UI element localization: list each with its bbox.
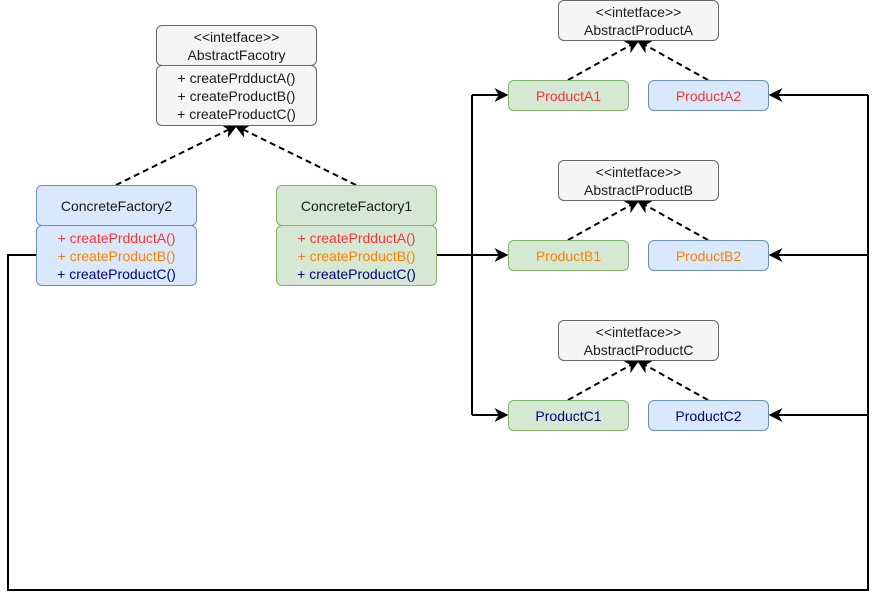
concrete-factory-1-method-b: + createProductB() [297, 247, 416, 264]
concrete-factory-1-header: ConcreteFactory1 [276, 185, 437, 226]
abstract-product-a-stereotype: <<intetface>> [595, 3, 682, 20]
realize-c1-to-abstract-c [567, 360, 640, 401]
abstract-factory-stereotype: <<intetface>> [193, 28, 280, 45]
concrete-factory-2-name: ConcreteFactory2 [60, 197, 173, 214]
abstract-factory-method-a: + createPrdductA() [177, 69, 296, 86]
product-a2-label: ProductA2 [675, 87, 742, 104]
abstract-product-a: <<intetface>> AbstractProductA [558, 0, 719, 41]
realize-a1-to-abstract-a [567, 40, 640, 81]
concrete-factory-1-method-a: + createPrdductA() [297, 229, 416, 246]
product-c1: ProductC1 [508, 400, 629, 431]
concrete-factory-1-name: ConcreteFactory1 [300, 197, 413, 214]
product-a1-label: ProductA1 [535, 87, 602, 104]
concrete-factory-1-method-c: + createProductC() [297, 265, 416, 282]
concrete-factory-2-methods: + createPrdductA() + createProductB() + … [36, 225, 197, 286]
abstract-factory-header: <<intetface>> AbstractFacotry [156, 25, 317, 66]
product-b1: ProductB1 [508, 240, 629, 271]
realize-cf1-to-abstract-factory [234, 125, 357, 186]
abstract-factory-method-c: + createProductC() [177, 105, 296, 122]
abstract-product-c-stereotype: <<intetface>> [595, 323, 682, 340]
product-b1-label: ProductB1 [535, 247, 602, 264]
realize-b2-to-abstract-b [636, 200, 709, 241]
concrete-factory-1-methods: + createPrdductA() + createProductB() + … [276, 225, 437, 286]
realize-b1-to-abstract-b [567, 200, 640, 241]
abstract-product-c: <<intetface>> AbstractProductC [558, 320, 719, 361]
abstract-product-b-name: AbstractProductB [584, 181, 693, 198]
realize-cf2-to-abstract-factory [115, 125, 238, 186]
abstract-product-a-name: AbstractProductA [584, 21, 693, 38]
product-c2: ProductC2 [648, 400, 769, 431]
abstract-factory-method-b: + createProductB() [177, 87, 296, 104]
concrete-factory-2-method-c: + createProductC() [57, 265, 176, 282]
cf2-loop [7, 95, 869, 591]
product-b2: ProductB2 [648, 240, 769, 271]
abstract-product-b-stereotype: <<intetface>> [595, 163, 682, 180]
abstract-factory-methods: + createPrdductA() + createProductB() + … [156, 65, 317, 126]
product-a2: ProductA2 [648, 80, 769, 111]
concrete-factory-2-method-b: + createProductB() [57, 247, 176, 264]
product-a1: ProductA1 [508, 80, 629, 111]
abstract-factory-name: AbstractFacotry [187, 46, 286, 63]
realize-a2-to-abstract-a [636, 40, 709, 81]
abstract-product-c-name: AbstractProductC [583, 341, 694, 358]
product-b2-label: ProductB2 [675, 247, 742, 264]
abstract-product-b: <<intetface>> AbstractProductB [558, 160, 719, 201]
product-c1-label: ProductC1 [535, 407, 602, 424]
realize-c2-to-abstract-c [636, 360, 709, 401]
product-c2-label: ProductC2 [675, 407, 742, 424]
concrete-factory-2-header: ConcreteFactory2 [36, 185, 197, 226]
concrete-factory-2-method-a: + createPrdductA() [57, 229, 176, 246]
